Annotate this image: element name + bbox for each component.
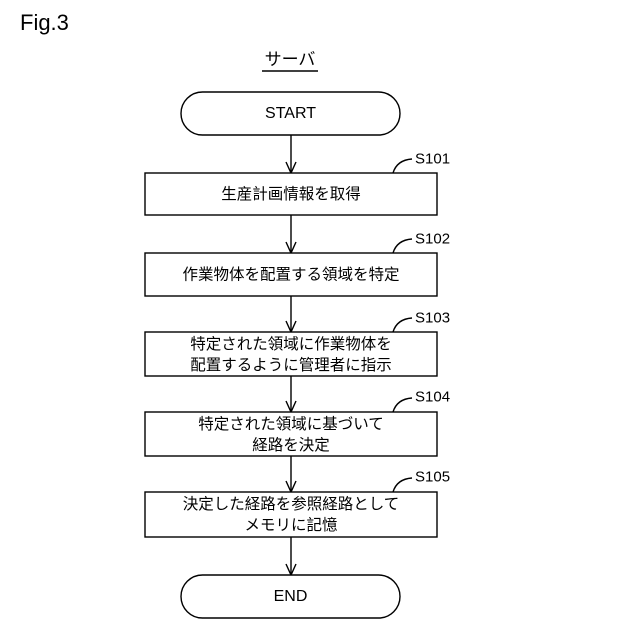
step-s104-text-line2: 経路を決定 (252, 436, 330, 454)
step-s103-text-line1: 特定された領域に作業物体を (190, 335, 392, 353)
step-s105-text-line1: 決定した経路を参照経路として (183, 495, 400, 513)
step-s102-id: S102 (415, 231, 450, 248)
step-s101-leader (393, 159, 412, 173)
step-s103: S103 特定された領域に作業物体を 配置するように管理者に指示 (145, 310, 450, 377)
step-s102-text: 作業物体を配置する領域を特定 (182, 266, 399, 284)
step-s103-leader (393, 318, 412, 332)
figure-label: Fig.3 (20, 10, 69, 35)
step-s101-id: S101 (415, 151, 450, 168)
step-s104-text-line1: 特定された領域に基づいて (198, 415, 384, 433)
arrow-s101-to-s102 (286, 215, 296, 253)
start-terminal: START (181, 92, 400, 135)
step-s102-leader (393, 239, 412, 253)
heading-server: サーバ (265, 50, 316, 70)
arrow-s105-to-end (286, 537, 296, 575)
step-s105: S105 決定した経路を参照経路として メモリに記憶 (145, 469, 450, 538)
arrow-s102-to-s103 (286, 296, 296, 332)
step-s104: S104 特定された領域に基づいて 経路を決定 (145, 389, 450, 457)
end-terminal: END (181, 575, 400, 618)
step-s102: S102 作業物体を配置する領域を特定 (145, 231, 450, 297)
step-s105-id: S105 (415, 469, 450, 486)
step-s103-id: S103 (415, 310, 450, 327)
arrow-s103-to-s104 (286, 376, 296, 412)
step-s104-id: S104 (415, 389, 450, 406)
step-s105-leader (393, 478, 412, 492)
start-label: START (265, 105, 316, 122)
end-label: END (274, 588, 308, 605)
step-s105-text-line2: メモリに記憶 (244, 516, 337, 534)
arrow-start-to-s101 (286, 135, 296, 173)
step-s101: S101 生産計画情報を取得 (145, 151, 450, 216)
arrow-s104-to-s105 (286, 456, 296, 492)
step-s101-text: 生産計画情報を取得 (221, 185, 361, 203)
step-s103-text-line2: 配置するように管理者に指示 (190, 356, 392, 374)
step-s104-leader (393, 398, 412, 412)
